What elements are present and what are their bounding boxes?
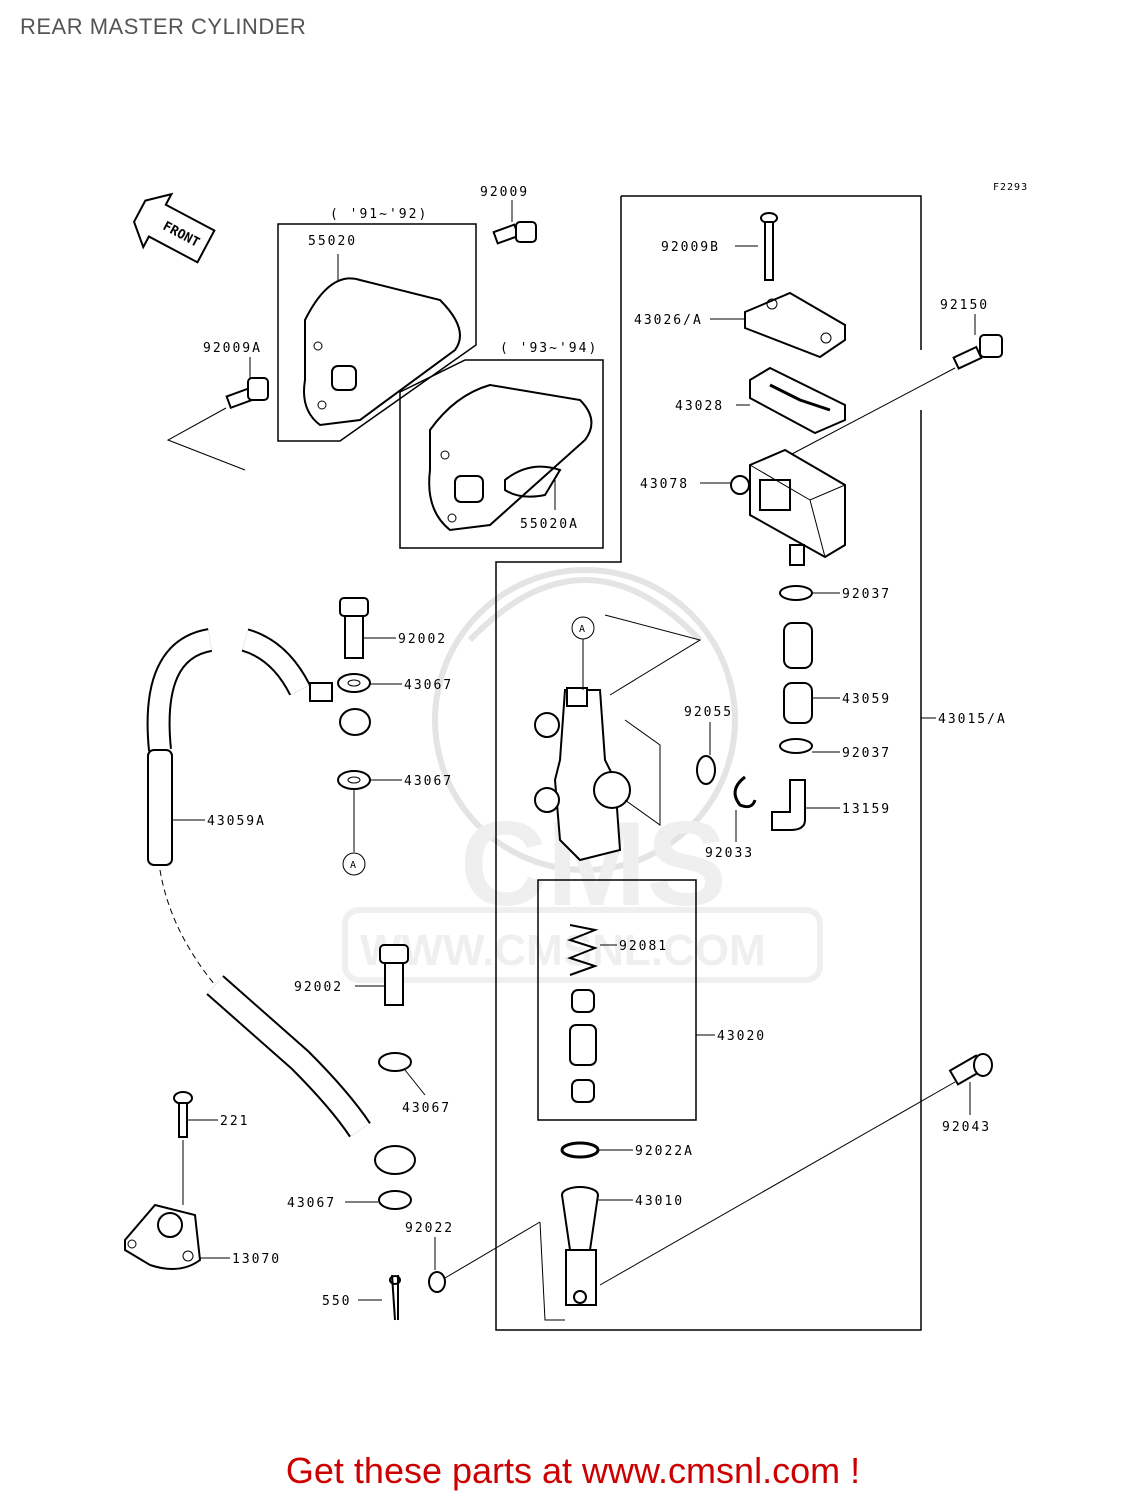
pin-92043-icon: 92043 <box>599 1053 993 1286</box>
footer-link[interactable]: Get these parts at www.cmsnl.com ! <box>285 1450 861 1491</box>
elbow-13159-icon: 13159 <box>771 779 891 831</box>
clamp-92037-lower-icon: 92037 <box>779 738 891 761</box>
label-43020: 43020 <box>717 1029 766 1044</box>
washer-43067-a-icon: 43067 <box>337 673 453 693</box>
label-13070: 13070 <box>232 1252 281 1267</box>
label-92002-lower: 92002 <box>294 980 343 995</box>
bracket-55020a-icon <box>428 383 593 532</box>
push-rod-43010-icon: 43010 <box>539 1186 684 1321</box>
figure-code: F2293 <box>993 182 1028 193</box>
diaphragm-43028-icon: 43028 <box>675 366 846 435</box>
mount-13070-icon: 13070 <box>124 1203 281 1270</box>
circlip-92022a-icon: 92022A <box>560 1141 694 1159</box>
label-43015a: 43015/A <box>938 712 1007 727</box>
svg-text:A: A <box>579 624 586 635</box>
label-92002-upper: 92002 <box>398 632 447 647</box>
year-range-93-94: ( '93~'94) <box>500 341 598 356</box>
washer-43067-c-icon: 43067 <box>378 1052 451 1116</box>
label-43028: 43028 <box>675 399 724 414</box>
assembly-outline <box>621 195 922 350</box>
bolt-92009a-icon: 92009A <box>166 341 269 471</box>
circlip-92033-icon: 92033 <box>705 775 757 861</box>
label-550: 550 <box>322 1294 351 1309</box>
label-55020a: 55020A <box>520 517 579 532</box>
ref-marker-a-top: A <box>571 616 595 690</box>
banjo-bolt-92002-upper-icon: 92002 <box>339 597 447 659</box>
label-43059a: 43059A <box>207 814 266 829</box>
label-43010: 43010 <box>635 1194 684 1209</box>
cap-43026a-icon: 43026/A <box>634 291 846 359</box>
label-92055: 92055 <box>684 705 733 720</box>
hose-43059-icon: 43059 <box>783 622 891 724</box>
label-43067-b: 43067 <box>404 774 453 789</box>
svg-text:A: A <box>350 860 357 871</box>
screw-221-icon: 221 <box>173 1091 249 1205</box>
master-cylinder-body-icon <box>534 614 702 862</box>
label-43059: 43059 <box>842 692 891 707</box>
reservoir-43078-icon: 43078 <box>640 448 846 566</box>
label-92022a: 92022A <box>635 1144 694 1159</box>
label-43067-a: 43067 <box>404 678 453 693</box>
brake-hose-43059a-icon: 43059A <box>146 628 416 1175</box>
label-92150: 92150 <box>940 298 989 313</box>
page-title: REAR MASTER CYLINDER <box>20 14 307 39</box>
label-13159: 13159 <box>842 802 891 817</box>
label-92081: 92081 <box>619 939 668 954</box>
clamp-92037-upper-icon: 92037 <box>779 585 891 602</box>
label-92009: 92009 <box>480 185 529 200</box>
label-92037-upper: 92037 <box>842 587 891 602</box>
ref-marker-a-bottom: A <box>342 852 366 876</box>
parts-diagram: CMS WWW.CMSNL.COM F2293 FRONT ( '91~'92)… <box>124 182 1028 1331</box>
label-92043: 92043 <box>942 1120 991 1135</box>
bolt-92150-icon: 92150 <box>789 298 1003 456</box>
label-55020: 55020 <box>308 234 357 249</box>
label-43067-c: 43067 <box>402 1101 451 1116</box>
screw-92009b-icon: 92009B <box>661 212 778 281</box>
label-43026a: 43026/A <box>634 313 703 328</box>
cotter-pin-550-icon: 550 <box>322 1274 401 1321</box>
label-92009a: 92009A <box>203 341 262 356</box>
bolt-92009-icon: 92009 <box>480 185 537 245</box>
assembly-outline-lower <box>495 196 922 1331</box>
year-range-91-92: ( '91~'92) <box>330 207 428 222</box>
label-221: 221 <box>220 1114 249 1129</box>
watermark-url: WWW.CMSNL.COM <box>360 926 766 975</box>
label-92033: 92033 <box>705 846 754 861</box>
piston-kit-43020-box: 92081 43020 <box>537 879 766 1121</box>
circlip-92022-icon: 92022 <box>405 1221 541 1293</box>
label-43078: 43078 <box>640 477 689 492</box>
label-92009b: 92009B <box>661 240 720 255</box>
oring-92055-icon: 92055 <box>684 705 733 785</box>
label-92037-lower: 92037 <box>842 746 891 761</box>
washer-43067-b-icon: 43067 <box>337 770 453 852</box>
bracket-55020-icon <box>303 277 461 427</box>
label-43067-d: 43067 <box>287 1196 336 1211</box>
banjo-bolt-92002-lower-icon: 92002 <box>294 944 409 1006</box>
bracket-box-93-94: ( '93~'94) 55020A <box>399 341 604 549</box>
washer-43067-d-icon: 43067 <box>287 1190 412 1211</box>
label-92022: 92022 <box>405 1221 454 1236</box>
bracket-box-91-92: ( '91~'92) 55020 <box>277 207 477 442</box>
front-arrow-icon: FRONT <box>132 192 216 264</box>
